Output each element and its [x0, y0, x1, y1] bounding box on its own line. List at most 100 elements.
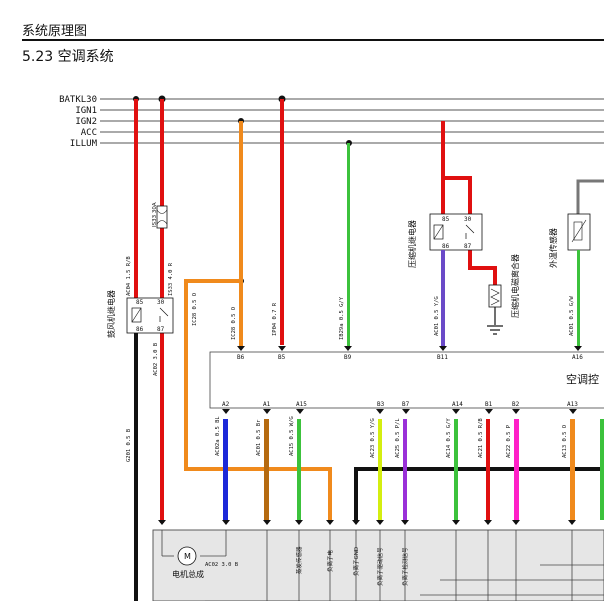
wire-label: AC02a 0.5 BL: [215, 416, 221, 456]
pin-function-label: 蒸发传感器: [295, 546, 303, 574]
pin-label-a1: A1: [263, 401, 271, 408]
connector-pin-icon: [278, 346, 286, 351]
outside-temp-sensor-label: 外温传感器: [548, 228, 558, 268]
pin-label-a16: A16: [572, 354, 583, 361]
wire-black-ground: [354, 467, 604, 520]
connector-pin-icon: [326, 520, 334, 525]
clutch-coil-winding-icon: [490, 288, 500, 306]
pin-function-label: 负离子驱动信号: [376, 547, 384, 586]
connector-pin-icon: [401, 520, 409, 525]
wire-label: IB29a 0.5 G/Y: [339, 296, 345, 340]
pin-label-b5: B5: [278, 354, 286, 361]
connector-pin-icon: [569, 409, 577, 414]
blower-relay-pin-85: 85: [136, 299, 144, 306]
wire-label: AC04 1.5 R/B: [126, 256, 132, 296]
compressor-relay-pin-87: 87: [464, 243, 472, 250]
header-title: 系统原理图: [22, 24, 88, 39]
connector-pin-icon: [484, 520, 492, 525]
connector-pin-icon: [263, 520, 271, 525]
wire-gray-sensor: [576, 179, 604, 214]
wire-orange-branch: [184, 279, 332, 520]
fuse-element-icon: [156, 209, 168, 225]
section-title: 5.23 空调系统: [22, 49, 114, 65]
wire-label: AC22 0.5 P: [506, 424, 512, 458]
connector-pin-icon: [452, 520, 460, 525]
ctrl-connector-pins: [222, 409, 577, 414]
wire-label: IC28 0.5 O: [192, 293, 198, 326]
wire-green-edge: [600, 419, 604, 520]
compressor-relay-label: 压缩机继电器: [407, 220, 417, 268]
wire-label: AC25 0.5 P/L: [395, 418, 401, 458]
wire-green-illum: [347, 143, 350, 346]
connector-pin-icon: [263, 409, 271, 414]
pin-label-a15: A15: [296, 401, 307, 408]
pin-label-a14: A14: [452, 401, 463, 408]
motor-symbol: M: [184, 552, 191, 561]
ac-controller-label: 空调控: [566, 372, 599, 386]
connector-pin-icon: [568, 520, 576, 525]
pin-label-a2: A2: [222, 401, 230, 408]
wire-label: AC02 3.0 B: [153, 342, 159, 376]
blower-relay-pin-87: 87: [157, 326, 165, 333]
connector-pin-icon: [352, 520, 360, 525]
ground-icon: [487, 325, 503, 335]
wire-green-evap: [297, 419, 301, 520]
connector-pin-icon: [344, 346, 352, 351]
upper-connector-pins: [237, 346, 582, 351]
wire-purple: [403, 419, 407, 520]
pin-label-b7: B7: [402, 401, 410, 408]
wire-label: G201 0.5 B: [126, 428, 132, 462]
wire-label: AC01 0.5 G/W: [569, 296, 575, 336]
bus-label-illum: ILLUM: [70, 139, 98, 149]
relay-switch-icon: [465, 224, 475, 239]
wire-label: AC21 0.5 R/B: [478, 418, 484, 458]
pin-function-label: 负离子检测信号: [401, 547, 409, 586]
connector-pin-icon: [295, 520, 303, 525]
blower-relay-label: 鼓风机继电器: [106, 290, 116, 338]
bus-lines: [100, 98, 604, 144]
pin-function-label: 负离子电: [326, 549, 334, 572]
wire-label: IS33 4.0 R: [168, 262, 174, 296]
pin-label-b6: B6: [237, 354, 245, 361]
pin-label-b3: B3: [377, 401, 385, 408]
connector-pin-icon: [574, 346, 582, 351]
relay-coil-diag-icon: [131, 307, 142, 323]
connector-pin-icon: [222, 520, 230, 525]
wire-red-clutch: [468, 250, 497, 285]
connector-pin-icon: [237, 346, 245, 351]
wire-yellow: [378, 419, 382, 520]
bus-label-acc: ACC: [81, 128, 97, 138]
connector-pin-icon: [512, 520, 520, 525]
connector-pin-icon: [485, 409, 493, 414]
fuse-icon: [156, 205, 168, 229]
bus-label-ign1: IGN1: [75, 106, 97, 116]
module-internal-lines: [161, 530, 604, 601]
hvac-module-box: [152, 529, 604, 601]
wire-black-blower-ground: [134, 333, 138, 601]
motor-wire-label: AC02 3.0 B: [205, 562, 239, 568]
header-rule: [22, 39, 604, 41]
connector-pin-icon: [512, 409, 520, 414]
wire-label: AC23 0.5 Y/G: [370, 418, 376, 458]
wire-red-b1: [486, 419, 490, 520]
connector-pin-icon: [376, 409, 384, 414]
pin-function-label: 负离子GND: [352, 547, 360, 576]
motor-icon: [177, 546, 197, 566]
wire-green-a14: [454, 419, 458, 520]
connector-pin-icon: [376, 520, 384, 525]
wire-brown: [264, 419, 269, 520]
compressor-clutch-label: 压缩机电磁离合器: [510, 254, 520, 318]
wire-blue: [223, 419, 228, 520]
blower-relay-pin-86: 86: [136, 326, 144, 333]
connector-pin-icon: [222, 409, 230, 414]
connector-pin-icon: [439, 346, 447, 351]
compressor-relay-pin-85: 85: [442, 216, 450, 223]
relay-coil-diag-icon: [433, 224, 444, 240]
wire-label: AC01 0.5 Br: [256, 419, 262, 456]
bus-label-batkl30: BATKL30: [59, 95, 97, 105]
pin-label-b1: B1: [485, 401, 493, 408]
wire-label: AC14 0.5 G/Y: [446, 418, 452, 458]
wire-red-motor-feed: [160, 333, 164, 523]
wire-magenta: [514, 419, 519, 520]
